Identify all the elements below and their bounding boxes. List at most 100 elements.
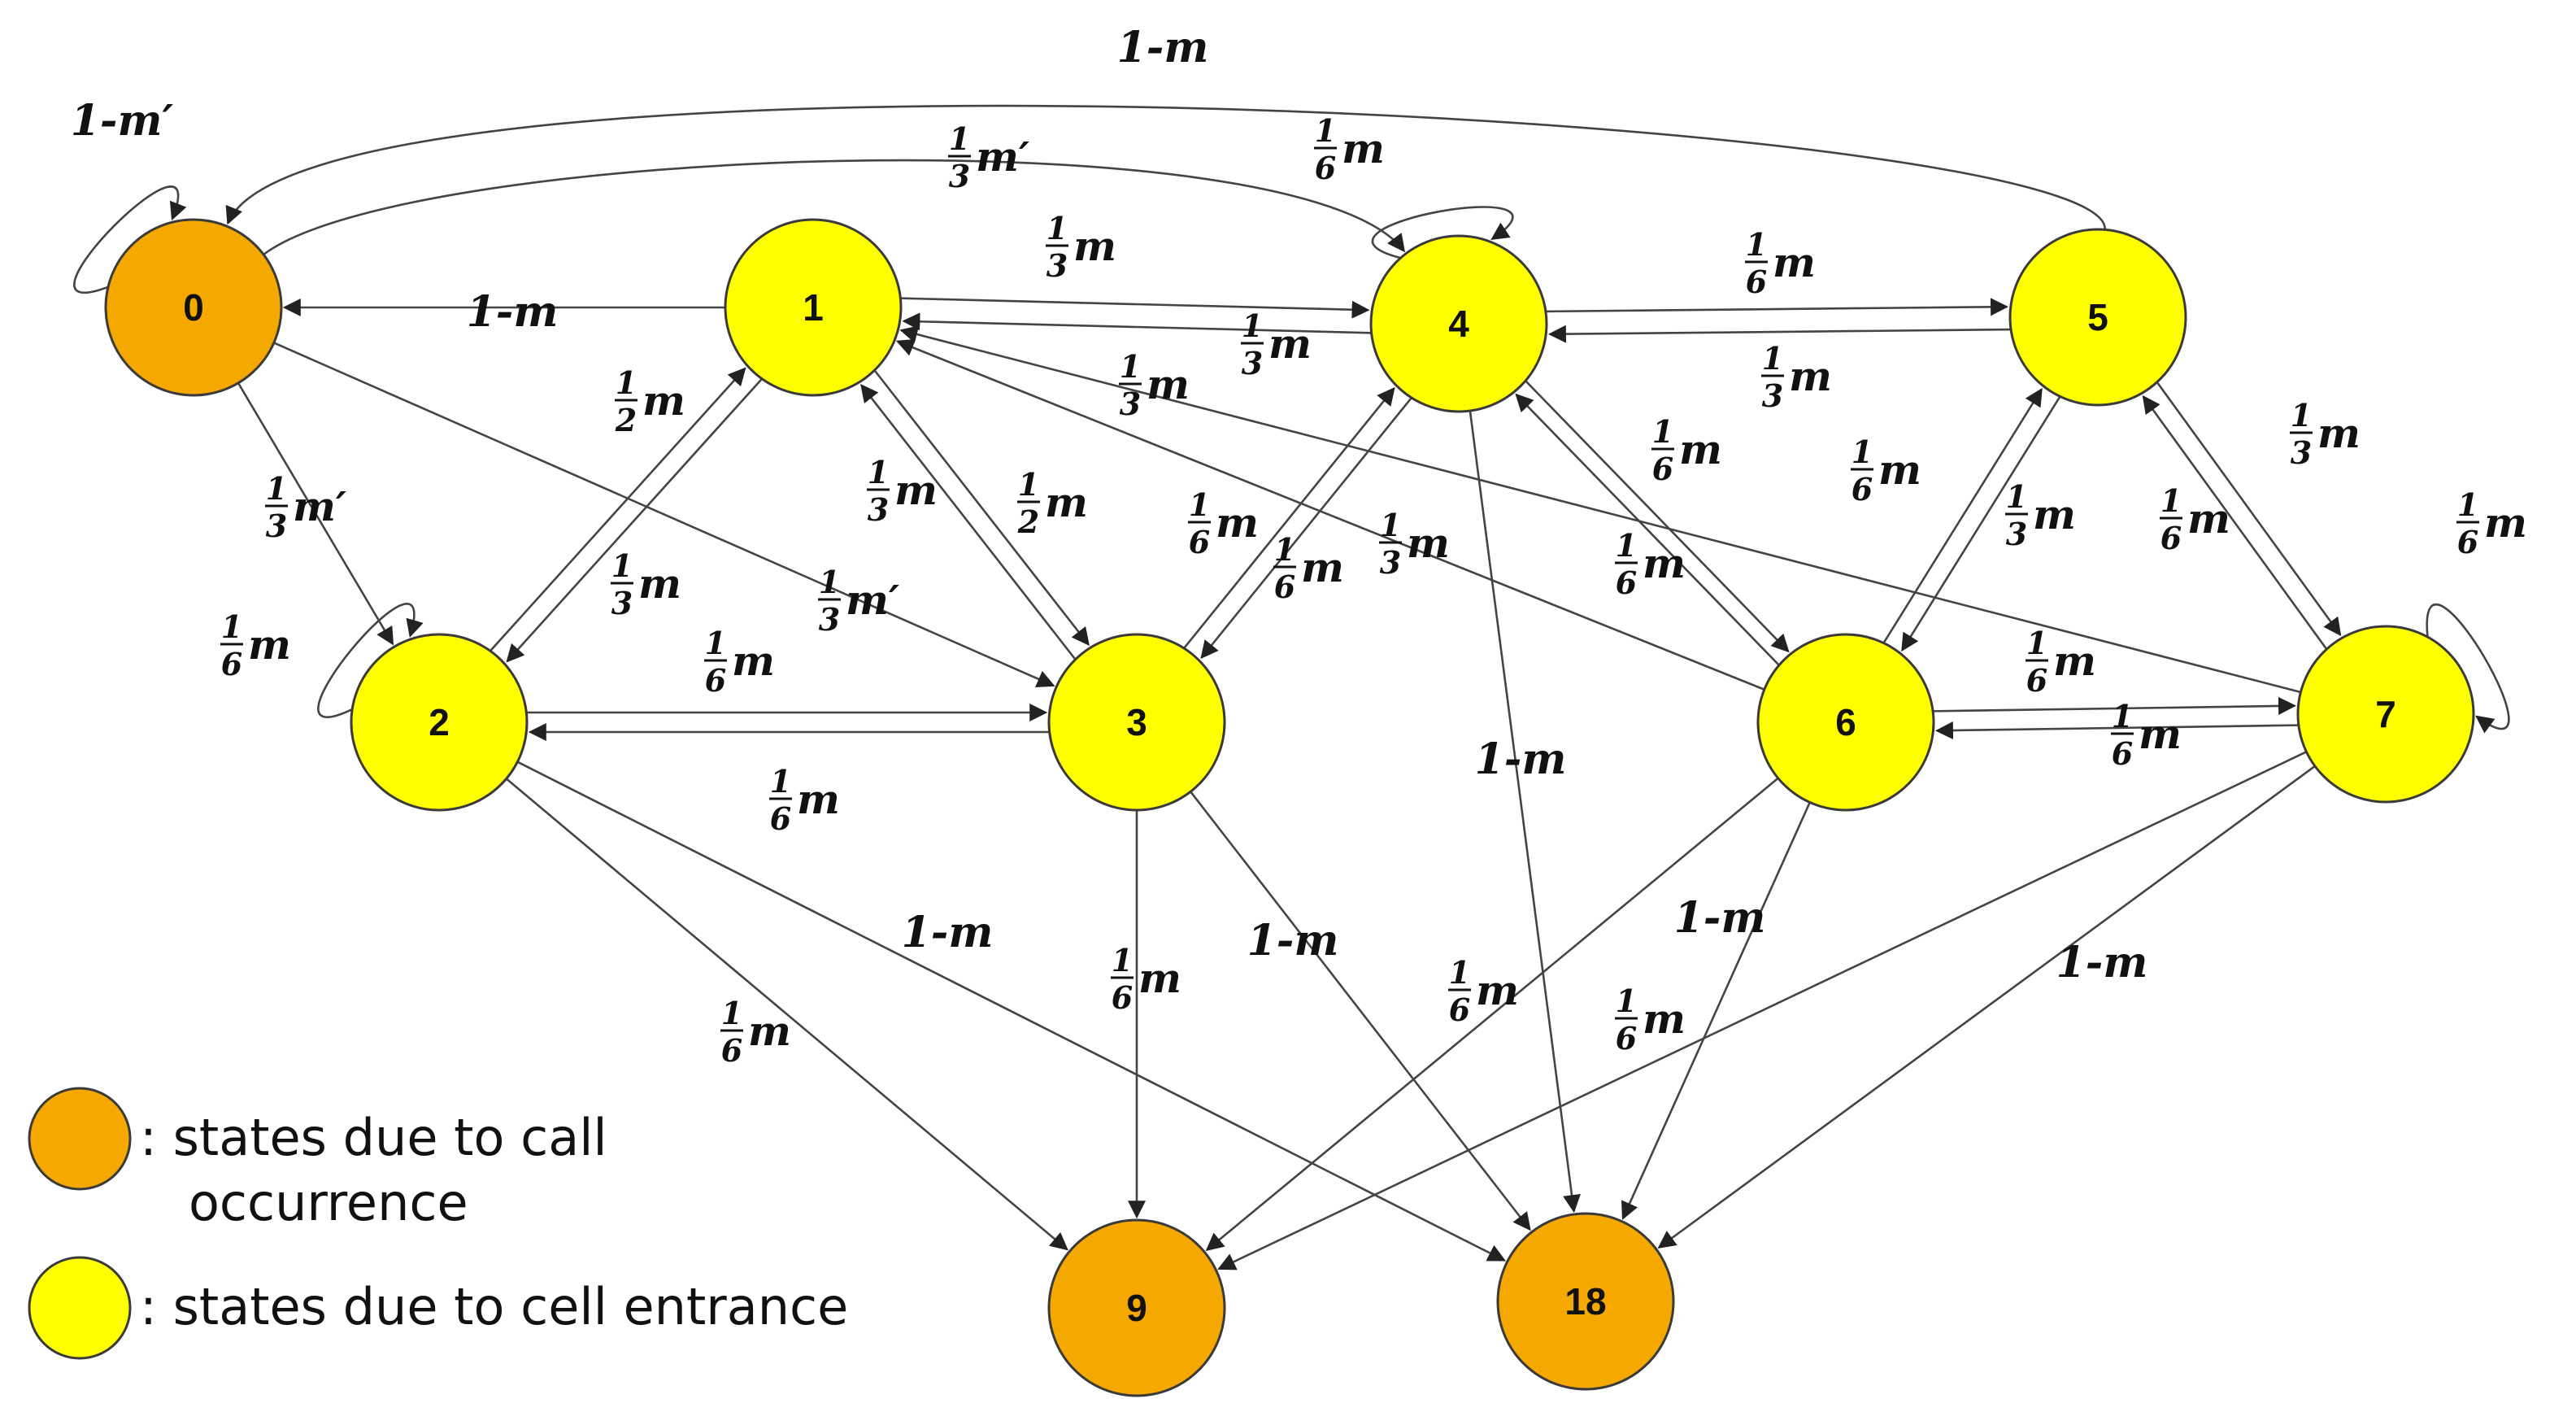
svg-text:3: 3 (1242, 345, 1263, 381)
svg-text:6: 6 (705, 662, 726, 699)
state-circle-9 (1047, 1218, 1226, 1397)
svg-text:m: m (248, 621, 291, 669)
edge-7-18 (1657, 765, 2316, 1249)
state-circle-7 (2296, 625, 2475, 804)
svg-text:1-m: 1-m (467, 287, 559, 337)
edge-2-1 (490, 367, 746, 652)
svg-text:m: m (638, 560, 681, 608)
svg-text:1: 1 (2006, 478, 2027, 515)
svg-text:m: m (1679, 425, 1722, 473)
svg-text:m: m (894, 466, 938, 514)
svg-text:1: 1 (616, 364, 637, 401)
legend-call-swatch (28, 1087, 132, 1191)
svg-text:m: m (1407, 519, 1450, 567)
svg-text:m: m (1476, 966, 1519, 1014)
svg-text:3: 3 (949, 158, 970, 194)
svg-text:2: 2 (1017, 503, 1039, 540)
svg-text:1: 1 (721, 995, 742, 1031)
edge-2-18 (516, 760, 1506, 1262)
state-node-4: 4 (1369, 234, 1548, 413)
state-label-7: 7 (2375, 693, 2396, 735)
edge-6-5 (1882, 387, 2043, 643)
svg-text:3: 3 (1762, 377, 1783, 414)
svg-text:m: m (2317, 409, 2361, 457)
svg-text:1-m: 1-m (902, 908, 994, 957)
svg-text:m: m (1045, 478, 1088, 526)
svg-text:1: 1 (1616, 527, 1637, 564)
svg-text:1: 1 (1652, 413, 1673, 450)
state-circle-3 (1047, 633, 1226, 812)
svg-text:1-m: 1-m (1247, 916, 1339, 965)
edge-3-18 (1190, 791, 1531, 1231)
state-node-0: 0 (104, 218, 283, 397)
state-circle-2 (350, 633, 529, 812)
legend-call-text-line2: occurrence (189, 1173, 468, 1232)
edge-3-1 (860, 383, 1077, 660)
edge-5-4 (1547, 325, 2011, 343)
state-label-9: 9 (1126, 1287, 1147, 1329)
legend-call-text-line1: : states due to call (140, 1108, 607, 1167)
svg-text:m′: m′ (293, 482, 346, 530)
svg-text:m: m (2033, 490, 2076, 538)
edge-4-3 (1200, 397, 1412, 660)
edge-6-4 (1515, 393, 1780, 666)
svg-text:1-m′: 1-m′ (71, 96, 174, 146)
legend: : states due to call occurrence : states… (28, 1087, 848, 1360)
svg-text:m: m (2187, 495, 2230, 543)
state-circle-5 (2008, 228, 2187, 407)
svg-text:1: 1 (1449, 954, 1470, 991)
svg-text:3: 3 (1120, 386, 1141, 422)
svg-text:6: 6 (1315, 150, 1336, 186)
svg-text:1: 1 (2112, 698, 2133, 734)
svg-text:1: 1 (770, 763, 791, 800)
svg-text:m: m (2139, 710, 2182, 758)
svg-text:m′: m′ (976, 133, 1029, 181)
edge-6-18 (1621, 801, 1811, 1220)
svg-text:m: m (2053, 637, 2096, 685)
state-label-4: 4 (1448, 303, 1469, 345)
svg-text:1: 1 (705, 625, 726, 661)
svg-text:1: 1 (2160, 482, 2182, 519)
edge-label-7-18: 1-m (2056, 938, 2148, 987)
state-circle-4 (1369, 234, 1548, 413)
state-circle-1 (724, 218, 903, 397)
state-node-2: 2 (350, 633, 529, 812)
svg-text:3: 3 (2006, 516, 2027, 552)
edge-label-6-18: 1-m (1674, 893, 1766, 943)
svg-text:3: 3 (611, 585, 633, 621)
svg-text:1-m: 1-m (1475, 734, 1567, 784)
svg-text:3: 3 (2291, 434, 2312, 471)
edge-7-5 (2142, 394, 2327, 650)
svg-text:1: 1 (1018, 466, 1039, 503)
svg-text:3: 3 (868, 491, 889, 528)
state-node-6: 6 (1756, 633, 1935, 812)
svg-text:1-m: 1-m (1674, 893, 1766, 943)
state-label-18: 18 (1564, 1280, 1606, 1323)
edge-1-2 (506, 378, 763, 663)
svg-text:6: 6 (1112, 979, 1133, 1016)
edge-label-5-0: 1-m (1117, 23, 1209, 72)
svg-text:6: 6 (1189, 524, 1210, 560)
svg-text:6: 6 (1746, 264, 1767, 300)
svg-text:m: m (732, 637, 775, 685)
svg-text:m: m (642, 377, 685, 425)
svg-text:2: 2 (615, 402, 637, 438)
svg-text:1: 1 (1242, 307, 1263, 344)
